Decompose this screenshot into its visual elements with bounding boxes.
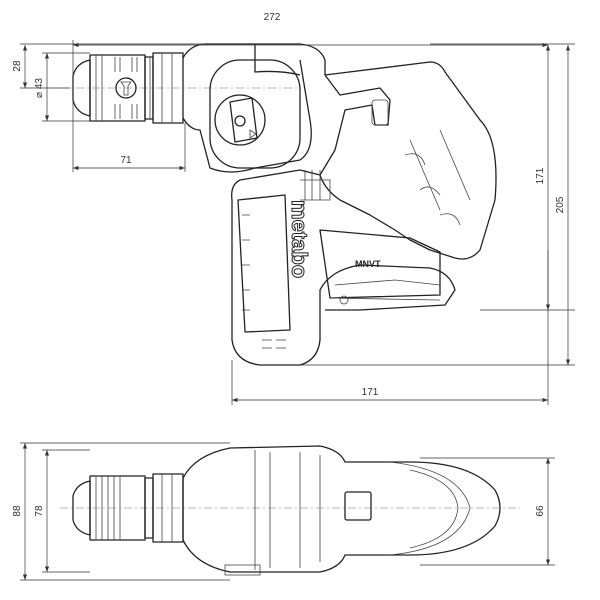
dim-chuck-width: 78 [34, 505, 45, 517]
front-grip: metabo [237, 194, 313, 349]
side-dimensions: 272 28 ⌀ 43 71 171 205 171 [12, 12, 571, 403]
top-view [20, 442, 555, 581]
dim-base-length: 171 [362, 387, 379, 398]
battery-label: MNVT [355, 259, 381, 269]
metabo-logo: metabo [287, 200, 312, 278]
dim-chuck-offset: 28 [12, 60, 23, 72]
dim-rear-width: 66 [535, 505, 546, 517]
dim-overall-length: 272 [264, 12, 281, 23]
dim-height-battery: 171 [535, 167, 546, 184]
dim-chuck-length: 71 [120, 155, 132, 166]
dim-total-height: 205 [555, 196, 566, 213]
dim-chuck-diameter: ⌀ 43 [34, 78, 45, 98]
motor-housing: MNVT [182, 43, 497, 366]
side-view: MNVT metabo [20, 40, 575, 405]
top-dimensions: 88 78 66 [12, 443, 551, 580]
dim-total-width: 88 [12, 505, 23, 517]
chuck [72, 52, 184, 124]
